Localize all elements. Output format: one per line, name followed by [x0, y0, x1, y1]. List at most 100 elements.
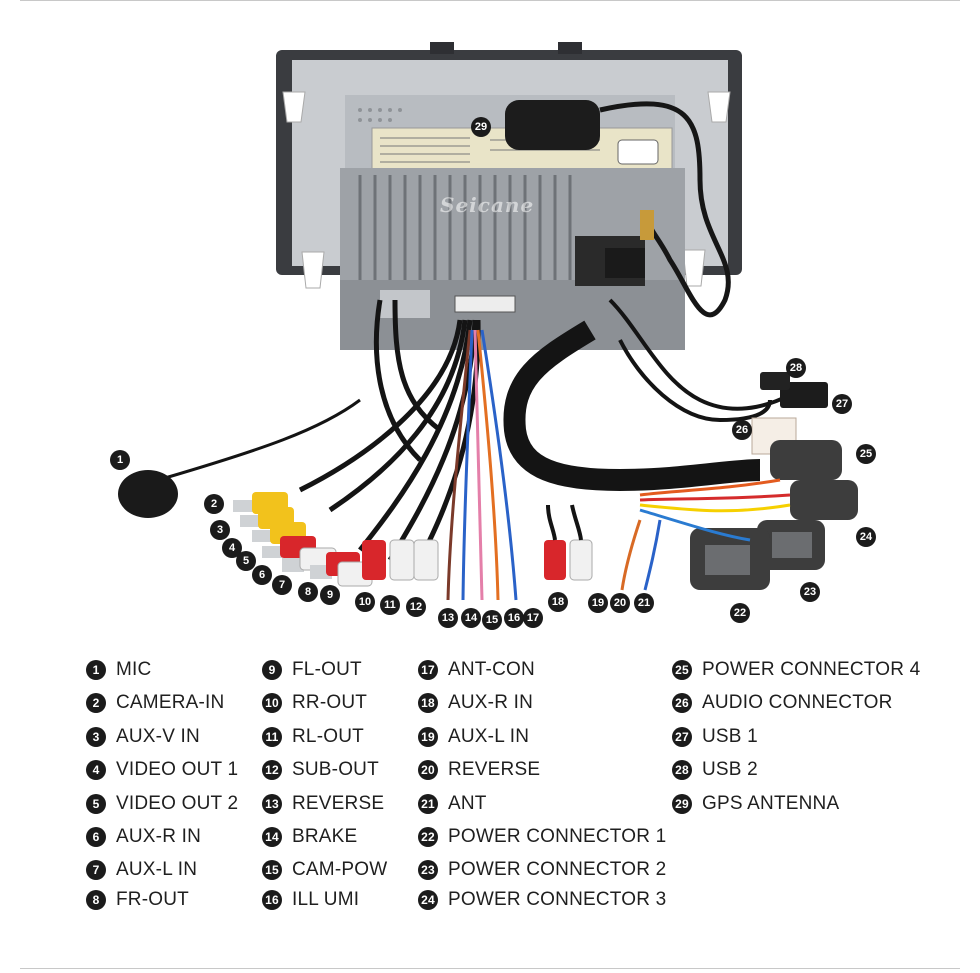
callout-12: 12	[406, 597, 426, 617]
callout-3: 3	[210, 520, 230, 540]
usb-plug-2	[760, 372, 790, 390]
legend-number-badge: 23	[418, 860, 438, 880]
legend-label: REVERSE	[448, 759, 541, 780]
legend-label: VIDEO OUT 2	[116, 793, 239, 814]
legend-number-badge: 6	[86, 827, 106, 847]
legend-number-badge: 8	[86, 890, 106, 910]
legend-item: 8 FR-OUT	[86, 887, 189, 913]
callout-11: 11	[380, 595, 400, 615]
legend-label: GPS ANTENNA	[702, 793, 840, 814]
callout-17: 17	[523, 608, 543, 628]
callout-28: 28	[786, 358, 806, 378]
callout-13: 13	[438, 608, 458, 628]
legend-number-badge: 16	[262, 890, 282, 910]
legend-number-badge: 19	[418, 727, 438, 747]
legend-label: REVERSE	[292, 793, 385, 814]
callout-23: 23	[800, 582, 820, 602]
product-photo	[118, 42, 858, 601]
legend-item: 10 RR-OUT	[262, 690, 367, 716]
legend-item: 13 REVERSE	[262, 791, 384, 817]
callout-7: 7	[272, 575, 292, 595]
callout-15: 15	[482, 610, 502, 630]
legend-label: ILL UMI	[292, 889, 360, 910]
callout-27: 27	[832, 394, 852, 414]
legend-label: AUX-L IN	[448, 726, 530, 747]
legend-number-badge: 18	[418, 693, 438, 713]
legend-label: MIC	[116, 659, 152, 680]
legend-number-badge: 13	[262, 794, 282, 814]
callout-2: 2	[204, 494, 224, 514]
legend-label: ANT-CON	[448, 659, 535, 680]
callout-16: 16	[504, 608, 524, 628]
legend-number-badge: 29	[672, 794, 692, 814]
legend-label: AUX-L IN	[116, 859, 198, 880]
legend-label: POWER CONNECTOR 1	[448, 826, 667, 847]
power-connector-3	[790, 480, 858, 520]
legend-item: 11 RL-OUT	[262, 724, 364, 750]
brand-watermark: Seicane	[440, 193, 535, 217]
legend-number-badge: 12	[262, 760, 282, 780]
legend-number-badge: 10	[262, 693, 282, 713]
callout-25: 25	[856, 444, 876, 464]
usb-plug-1	[780, 382, 828, 408]
legend-label: USB 2	[702, 759, 758, 780]
legend-label: BRAKE	[292, 826, 358, 847]
legend-label: SUB-OUT	[292, 759, 379, 780]
legend-label: VIDEO OUT 1	[116, 759, 239, 780]
callout-20: 20	[610, 593, 630, 613]
legend-label: POWER CONNECTOR 3	[448, 889, 667, 910]
callout-18: 18	[548, 592, 568, 612]
legend-number-badge: 26	[672, 693, 692, 713]
legend-item: 23 POWER CONNECTOR 2	[418, 857, 666, 883]
legend-label: AUX-R IN	[116, 826, 201, 847]
legend-item: 7 AUX-L IN	[86, 857, 197, 883]
legend-label: FR-OUT	[116, 889, 189, 910]
microphone	[118, 470, 178, 518]
legend-item: 15 CAM-POW	[262, 857, 387, 883]
legend-item: 18 AUX-R IN	[418, 690, 533, 716]
bottom-divider	[20, 968, 960, 969]
legend-label: RR-OUT	[292, 692, 368, 713]
legend-number-badge: 24	[418, 890, 438, 910]
callout-14: 14	[461, 608, 481, 628]
legend-number-badge: 27	[672, 727, 692, 747]
gps-antenna	[505, 100, 600, 150]
callout-19: 19	[588, 593, 608, 613]
legend-label: ANT	[448, 793, 487, 814]
legend-label: CAM-POW	[292, 859, 388, 880]
legend-number-badge: 20	[418, 760, 438, 780]
legend-number-badge: 4	[86, 760, 106, 780]
callout-6: 6	[252, 565, 272, 585]
legend-label: AUX-V IN	[116, 726, 200, 747]
legend-number-badge: 11	[262, 727, 282, 747]
legend-number-badge: 14	[262, 827, 282, 847]
legend-label: AUX-R IN	[448, 692, 533, 713]
callout-10: 10	[355, 592, 375, 612]
legend-number-badge: 3	[86, 727, 106, 747]
legend-item: 14 BRAKE	[262, 824, 357, 850]
callout-21: 21	[634, 593, 654, 613]
legend-item: 17 ANT-CON	[418, 657, 535, 683]
callout-9: 9	[320, 585, 340, 605]
callout-26: 26	[732, 420, 752, 440]
legend-item: 19 AUX-L IN	[418, 724, 529, 750]
legend-number-badge: 7	[86, 860, 106, 880]
legend-number-badge: 17	[418, 660, 438, 680]
legend-label: POWER CONNECTOR 2	[448, 859, 667, 880]
callout-29: 29	[471, 117, 491, 137]
legend-number-badge: 9	[262, 660, 282, 680]
gps-cable	[599, 101, 731, 318]
callout-5: 5	[236, 551, 256, 571]
top-divider	[20, 0, 960, 1]
legend-label: RL-OUT	[292, 726, 364, 747]
legend-item: 20 REVERSE	[418, 757, 540, 783]
legend-number-badge: 15	[262, 860, 282, 880]
callout-24: 24	[856, 527, 876, 547]
